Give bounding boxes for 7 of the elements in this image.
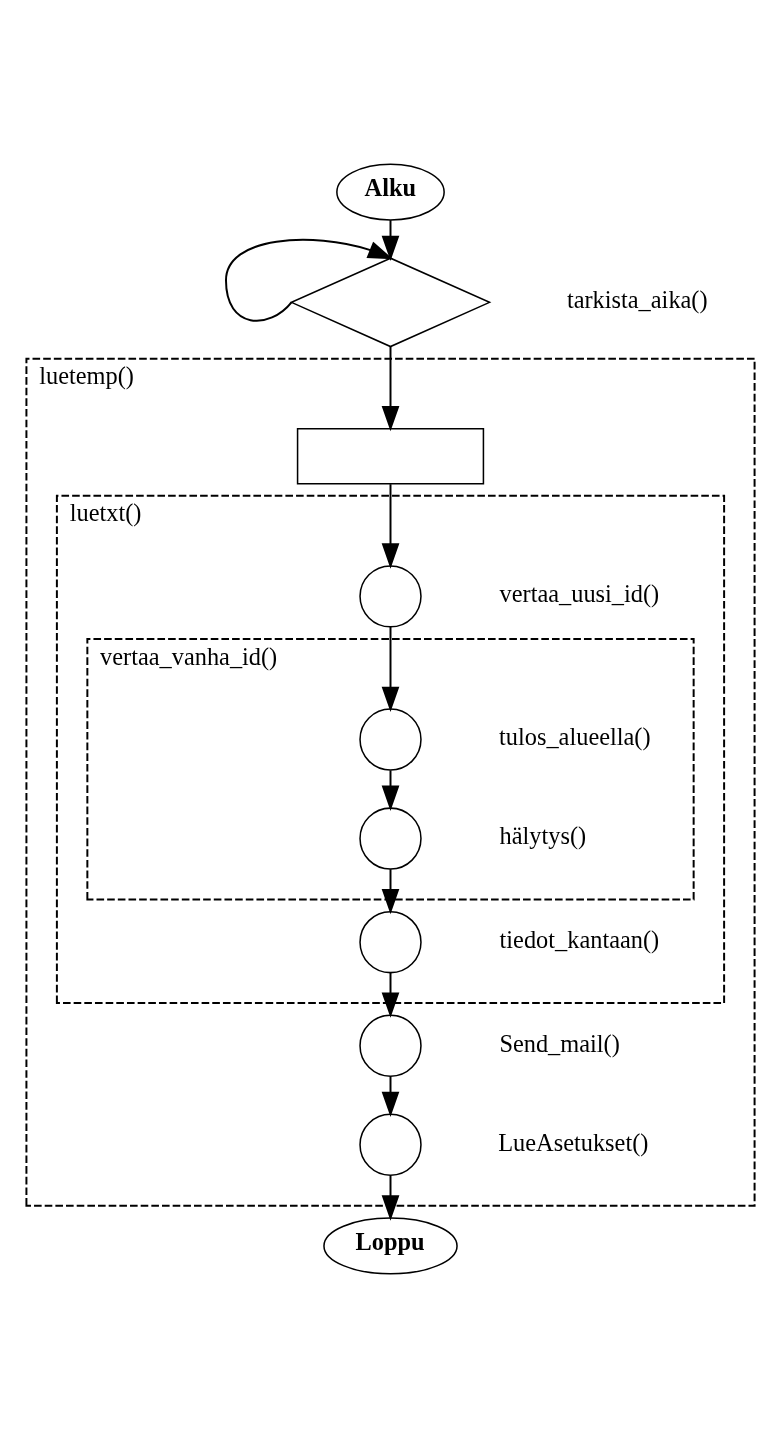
node-label: tulos_alueella() (499, 723, 651, 751)
node-label: LueAsetukset() (498, 1128, 649, 1156)
node-label: Send_mail() (499, 1029, 620, 1057)
node-label: tarkista_aika() (566, 286, 708, 314)
node-label: hälytys() (499, 822, 587, 850)
node-label: vertaa_uusi_id() (499, 580, 660, 608)
node-label: tiedot_kantaan() (499, 925, 660, 953)
